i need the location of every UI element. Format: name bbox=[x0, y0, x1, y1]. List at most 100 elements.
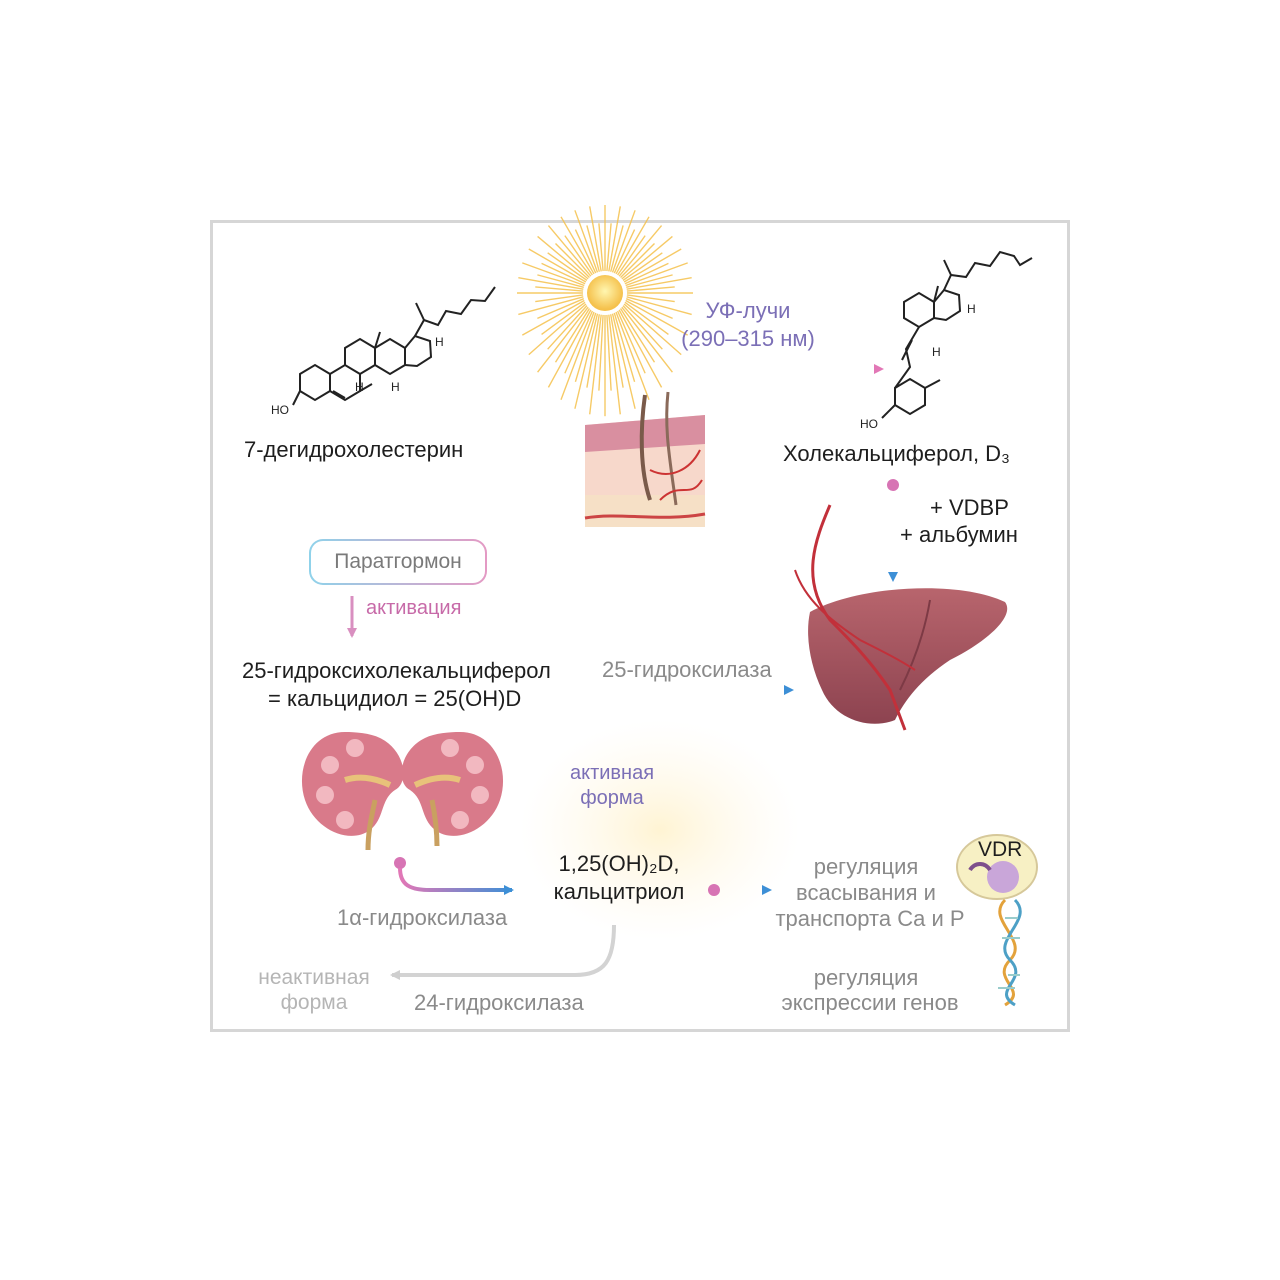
sun-ray bbox=[574, 229, 597, 274]
sun-ray bbox=[608, 314, 621, 415]
calcidiol-line1: 25-гидроксихолекальциферол bbox=[242, 658, 551, 683]
sun-ray bbox=[554, 308, 591, 363]
sun-ray bbox=[598, 223, 604, 272]
sun-ray bbox=[537, 298, 585, 320]
sun-ray bbox=[618, 225, 663, 277]
hydroxylase1a-label: 1α-гидроксилаза bbox=[337, 905, 508, 930]
sun-ray bbox=[608, 206, 621, 272]
hydroxylase24-arrow bbox=[390, 924, 616, 980]
sun-ray bbox=[537, 274, 584, 288]
sun-ray bbox=[625, 262, 688, 287]
sun-ray bbox=[626, 277, 692, 290]
chem-h-left-2: H bbox=[391, 380, 400, 394]
regulation-arrow-origin bbox=[708, 884, 720, 896]
uv-label-line2: (290–315 нм) bbox=[681, 326, 815, 351]
inactive-line2: форма bbox=[280, 991, 348, 1014]
sun-core bbox=[587, 275, 623, 311]
sun-ray bbox=[574, 312, 597, 383]
sun-ray bbox=[622, 252, 663, 281]
sun-ray bbox=[615, 311, 650, 400]
chem-h-left-3: H bbox=[435, 335, 444, 349]
sun-ray bbox=[625, 299, 689, 336]
sun-ray bbox=[547, 309, 592, 388]
sun-ray bbox=[564, 310, 594, 374]
sun-ray bbox=[537, 306, 589, 373]
calcidiol-line2: = кальцидиол = 25(OH)D bbox=[268, 686, 522, 711]
pth-box: Паратгормон bbox=[309, 539, 487, 585]
sun-ray bbox=[626, 286, 675, 292]
sun-ray bbox=[528, 248, 587, 283]
active-form-glow bbox=[520, 720, 800, 940]
sun-ray bbox=[626, 296, 692, 316]
active-form-line2: форма bbox=[580, 787, 644, 809]
regulation1-line1: регуляция bbox=[813, 854, 919, 879]
sun-ray bbox=[617, 235, 646, 276]
chem-h-right-2: H bbox=[932, 345, 941, 359]
sun-ray bbox=[624, 301, 669, 335]
activation-label: активация bbox=[366, 597, 462, 619]
sun-ray bbox=[541, 301, 586, 335]
hydroxylase25-label: 25-гидроксилаза bbox=[602, 657, 772, 682]
sun-ray bbox=[541, 262, 586, 285]
sun-ray bbox=[606, 314, 612, 391]
sun-ray bbox=[616, 310, 646, 374]
sun-ray bbox=[560, 311, 595, 400]
sun-ray bbox=[618, 309, 663, 388]
sun-ray bbox=[589, 206, 602, 272]
cholecalciferol-structure-icon bbox=[881, 250, 1033, 419]
sun-ray bbox=[547, 225, 592, 277]
albumin-label: + альбумин bbox=[900, 522, 1018, 547]
chem-ho-right: HO bbox=[860, 417, 878, 431]
regulation2-line2: экспрессии генов bbox=[781, 990, 959, 1015]
sun-ray bbox=[589, 314, 602, 415]
sun-ray bbox=[586, 225, 600, 272]
sun-ray bbox=[626, 274, 673, 288]
sun-ray bbox=[613, 229, 636, 274]
sun-ray bbox=[521, 299, 585, 336]
sun-ray bbox=[564, 235, 593, 276]
sun-ray bbox=[621, 306, 673, 373]
precursor-label: 7-дегидрохолестерин bbox=[244, 437, 464, 462]
sun-ray bbox=[528, 303, 587, 356]
vdbp-label: + VDBP bbox=[930, 495, 1009, 520]
sun-ray bbox=[586, 314, 600, 388]
skin-icon bbox=[584, 391, 706, 527]
sun-ray bbox=[623, 303, 682, 356]
sun-ray bbox=[522, 262, 585, 287]
chem-ho-left: HO bbox=[271, 403, 289, 417]
sun-ray bbox=[574, 313, 599, 409]
uv-label-line1: УФ-лучи bbox=[705, 298, 791, 323]
sun-ray bbox=[606, 223, 612, 272]
sun-ray bbox=[598, 314, 604, 391]
calcitriol-line1: 1,25(OH)₂D, bbox=[558, 851, 680, 876]
regulation2-line1: регуляция bbox=[813, 965, 919, 990]
sun-ray bbox=[560, 216, 595, 275]
hydroxylase1a-arrow-origin bbox=[394, 857, 406, 869]
sun-ray bbox=[611, 210, 636, 273]
chem-h-left-1: H bbox=[355, 380, 364, 394]
dehydrocholesterol-structure-icon bbox=[292, 286, 496, 406]
calcitriol-line2: кальцитриол bbox=[553, 879, 685, 904]
cell-dna-icon bbox=[956, 834, 1038, 1007]
sun-ray bbox=[555, 243, 590, 278]
sun-ray bbox=[535, 286, 584, 292]
sun-ray bbox=[624, 262, 669, 285]
vdbp-arrow-origin bbox=[887, 479, 899, 491]
regulation1-line2: всасывания и bbox=[796, 880, 936, 905]
vdr-label: VDR bbox=[978, 838, 1023, 861]
sun-ray bbox=[615, 216, 650, 275]
sun-icon bbox=[517, 205, 693, 417]
active-form-line1: активная bbox=[569, 762, 655, 784]
sun-ray bbox=[626, 294, 675, 303]
d3-label: Холекальциферол, D₃ bbox=[783, 441, 1011, 466]
sun-ray bbox=[611, 313, 636, 409]
sun-ray bbox=[622, 305, 663, 350]
hydroxylase24-label: 24-гидроксилаза bbox=[414, 990, 584, 1015]
kidneys-icon bbox=[301, 732, 504, 851]
sun-ray bbox=[610, 314, 624, 388]
sun-ray bbox=[547, 252, 588, 281]
chem-h-right-1: H bbox=[967, 302, 976, 316]
sun-ray bbox=[537, 235, 589, 280]
inactive-line1: неактивная bbox=[258, 966, 370, 989]
